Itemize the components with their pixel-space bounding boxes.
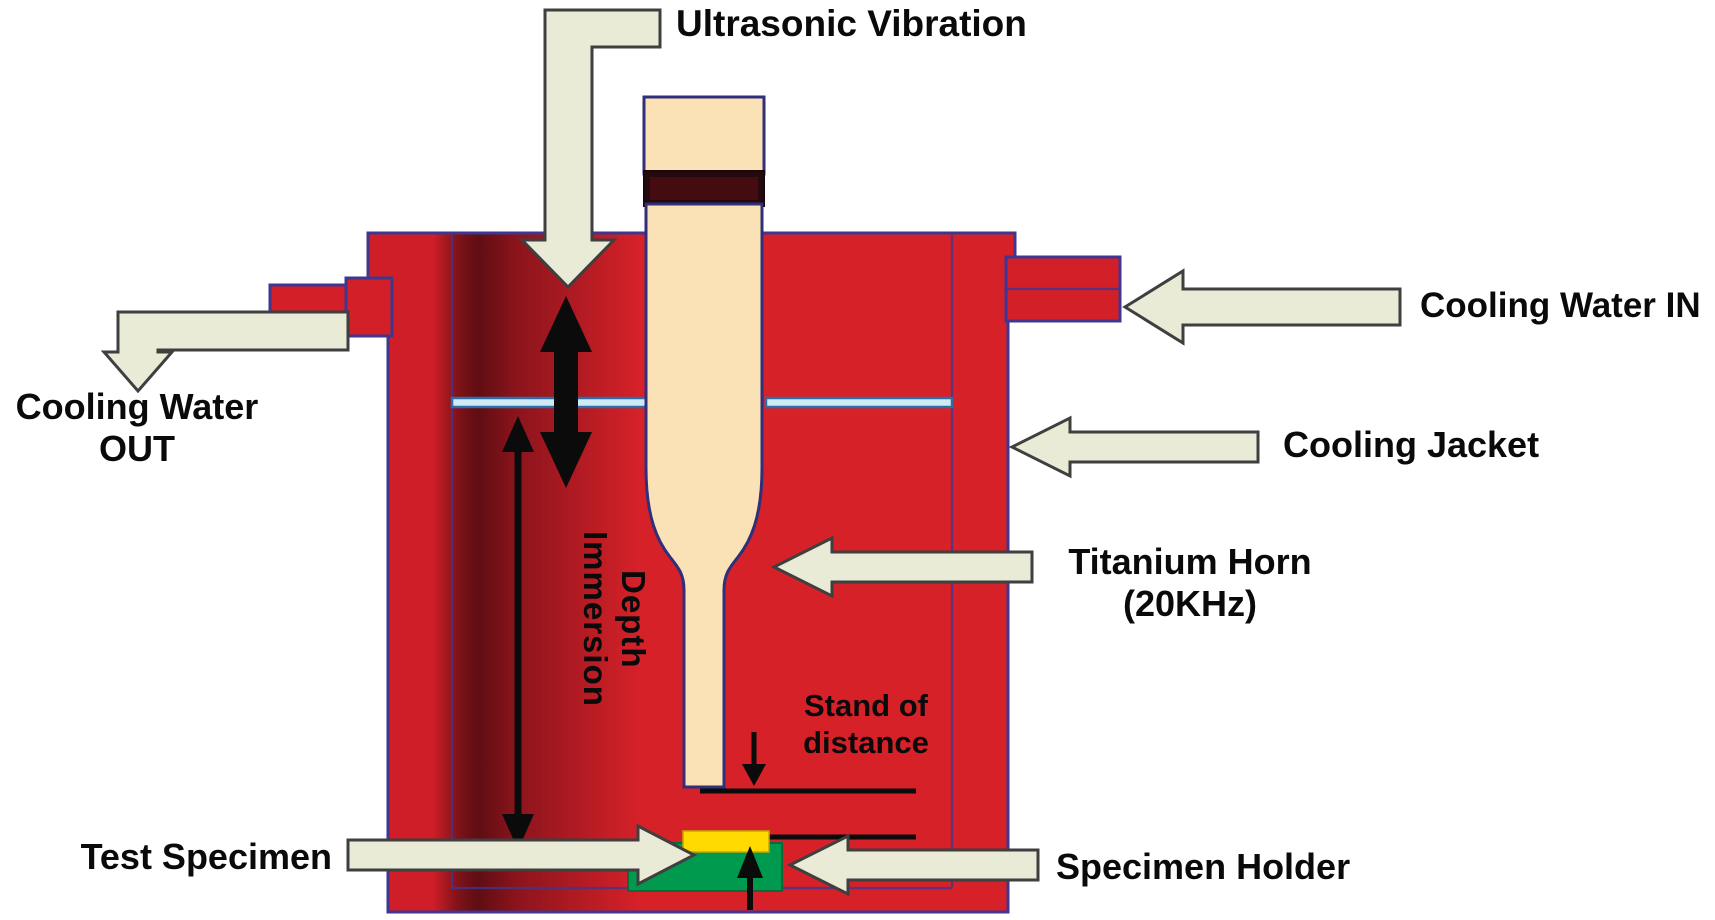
water-level-line-left	[450, 396, 650, 409]
cooling-water-outlet-flange	[344, 276, 394, 338]
vibration-double-arrow	[540, 296, 592, 488]
immersion-depth-double-arrow	[502, 416, 534, 850]
specimen-up-arrow	[737, 846, 763, 910]
cooling-water-in-callout-arrow	[1122, 268, 1402, 346]
titanium-horn-line2: (20KHz)	[1122, 583, 1257, 625]
test-specimen-label: Test Specimen	[80, 836, 332, 877]
cooling-jacket-callout-arrow	[1008, 415, 1260, 479]
specimen-holder-label: Specimen Holder	[1056, 846, 1351, 887]
horn-dark-band-texture	[650, 177, 758, 200]
cooling-jacket-label: Cooling Jacket	[1283, 424, 1540, 465]
titanium-horn-shape	[644, 202, 764, 789]
ultrasonic-vibration-callout-arrow	[518, 8, 662, 290]
test-specimen-callout-arrow	[346, 823, 698, 887]
specimen-holder-callout-arrow	[786, 833, 1040, 897]
cooling-water-out-line2: OUT	[99, 428, 175, 470]
titanium-horn-line1: Titanium Horn	[1068, 541, 1312, 582]
cooling-water-out-line1: Cooling Water	[15, 386, 259, 427]
cooling-water-out-callout-arrow	[100, 310, 350, 394]
immersion-depth-line1: Immersion	[576, 531, 614, 707]
stand-of-distance-line2: distance	[803, 724, 929, 760]
cooling-water-in-label: Cooling Water IN	[1420, 286, 1701, 325]
titanium-horn-callout-arrow	[770, 535, 1034, 599]
titanium-horn-label: Titanium Horn (20KHz)	[1040, 541, 1340, 626]
ultrasonic-vibration-label: Ultrasonic Vibration	[676, 3, 1027, 44]
immersion-depth-line2: Depth	[614, 569, 652, 669]
water-level-line-right	[764, 396, 954, 409]
stand-of-distance-line1: Stand of	[804, 688, 928, 723]
immersion-depth-label: Immersion Depth	[576, 505, 652, 733]
horn-top-cylinder	[642, 95, 766, 176]
cooling-water-out-label: Cooling Water OUT	[2, 386, 272, 471]
stand-of-distance-label: Stand of distance	[766, 688, 966, 761]
test-specimen-shape	[682, 830, 770, 853]
